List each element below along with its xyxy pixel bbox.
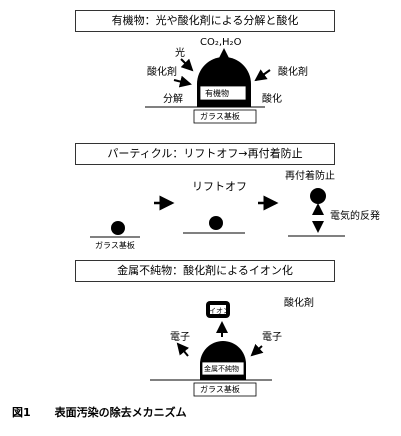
arrow-oxidizer-left xyxy=(173,75,192,88)
arrow-electron-left xyxy=(176,342,190,357)
metal-label: 金属不純物 xyxy=(204,365,239,373)
oxidizer-right-label: 酸化剤 xyxy=(278,67,308,78)
repulsion-label: 電気的反発 xyxy=(330,211,380,222)
light-label: 光 xyxy=(175,48,185,59)
particle-2 xyxy=(209,216,223,230)
oxidize-label: 酸化 xyxy=(262,94,282,105)
figure-number: 図1 xyxy=(12,406,31,419)
section2-graphic xyxy=(90,188,345,238)
reattach-label: 再付着防止 xyxy=(285,171,335,182)
oxidizer-left-label: 酸化剤 xyxy=(147,67,177,78)
organic-label: 有機物 xyxy=(205,89,229,98)
electron-right-label: 電子 xyxy=(262,332,282,343)
ion-label-box xyxy=(210,305,226,314)
section3-banner: 金属不純物：酸化剤によるイオン化 xyxy=(75,260,335,282)
arrow-light xyxy=(180,58,194,72)
particle-label-box xyxy=(201,361,245,376)
section1-banner: 有機物：光や酸化剤による分解と酸化 xyxy=(75,10,335,32)
substrate-label-box xyxy=(193,382,257,397)
section3-graphic xyxy=(150,301,272,397)
product-label: CO₂,H₂O xyxy=(200,37,242,48)
substrate-label-3: ガラス基板 xyxy=(200,385,240,394)
particle-1 xyxy=(111,221,125,235)
figure-caption: 図1 表面汚染の除去メカニズム xyxy=(12,404,187,420)
figure-title: 表面汚染の除去メカニズム xyxy=(54,406,187,419)
arrow-oxidizer-right xyxy=(254,69,271,82)
oxidizer-label: 酸化剤 xyxy=(284,298,314,309)
electron-left-label: 電子 xyxy=(170,332,190,343)
section1-graphic xyxy=(145,48,271,124)
ion-label: イオン xyxy=(209,307,230,315)
particle-label-box xyxy=(199,85,247,101)
substrate-label-1: ガラス基板 xyxy=(200,112,240,121)
arrow-electron-right xyxy=(250,343,264,357)
decompose-label: 分解 xyxy=(163,94,183,105)
particle-3 xyxy=(310,188,326,204)
substrate-label-box xyxy=(193,109,257,124)
liftoff-label: リフトオフ xyxy=(192,180,247,193)
section2-banner: パーティクル：リフトオフ→再付着防止 xyxy=(75,143,335,165)
substrate-label-2: ガラス基板 xyxy=(95,241,135,250)
